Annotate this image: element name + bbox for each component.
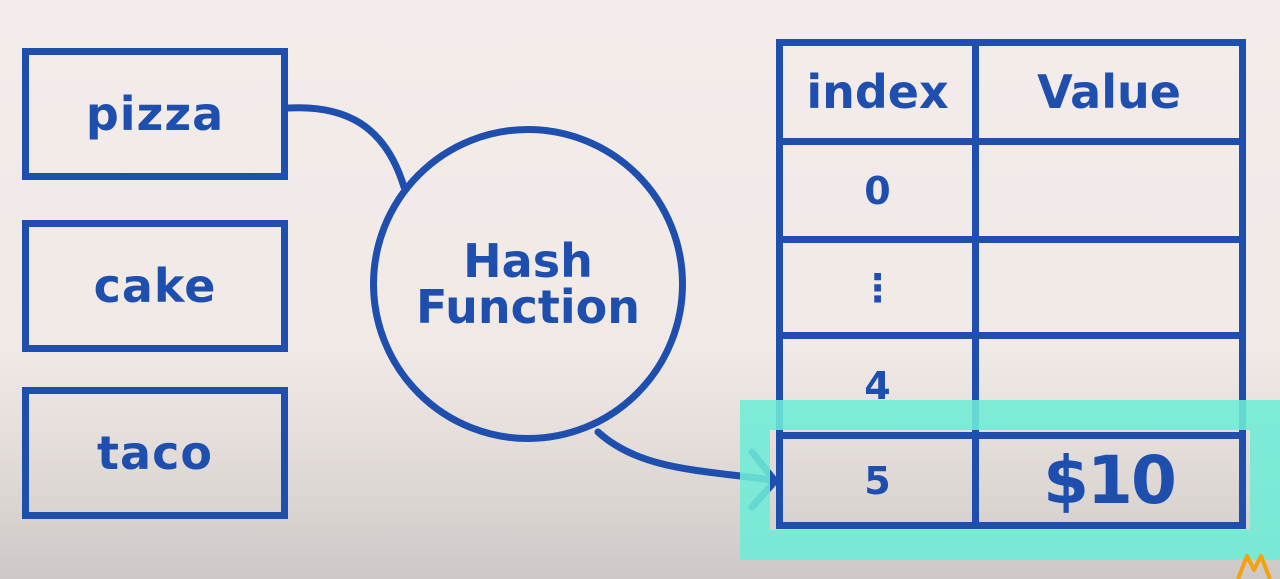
key-box-pizza: pizza (22, 48, 288, 180)
brand-logo-icon (1236, 554, 1272, 579)
row-divider (783, 236, 1239, 243)
hash-function-label-line1: Hash (463, 234, 593, 288)
slot-highlight (740, 400, 1280, 560)
hash-function-circle: Hash Function (370, 126, 686, 442)
key-box-taco: taco (22, 387, 288, 519)
key-label-cake: cake (93, 259, 217, 313)
row-value-ellipsis (979, 243, 1239, 332)
hash-table: index Value 0 ⋮ 4 5 $10 (776, 39, 1246, 529)
row-value-0 (979, 145, 1239, 236)
column-divider (972, 46, 979, 522)
hash-function-label-line2: Function (415, 280, 640, 334)
row-index-ellipsis: ⋮ (858, 265, 897, 310)
pizza-to-hash-connector (284, 104, 408, 191)
row-index-0: 0 (864, 168, 891, 213)
row-value-5: $10 (1043, 442, 1177, 519)
header-index: index (806, 65, 949, 119)
row-divider (783, 332, 1239, 339)
row-index-5: 5 (864, 458, 891, 503)
key-label-taco: taco (97, 426, 213, 480)
key-box-cake: cake (22, 220, 288, 352)
row-divider (783, 138, 1239, 145)
key-label-pizza: pizza (85, 87, 225, 141)
header-value: Value (1037, 65, 1181, 119)
row-divider (783, 432, 1239, 439)
